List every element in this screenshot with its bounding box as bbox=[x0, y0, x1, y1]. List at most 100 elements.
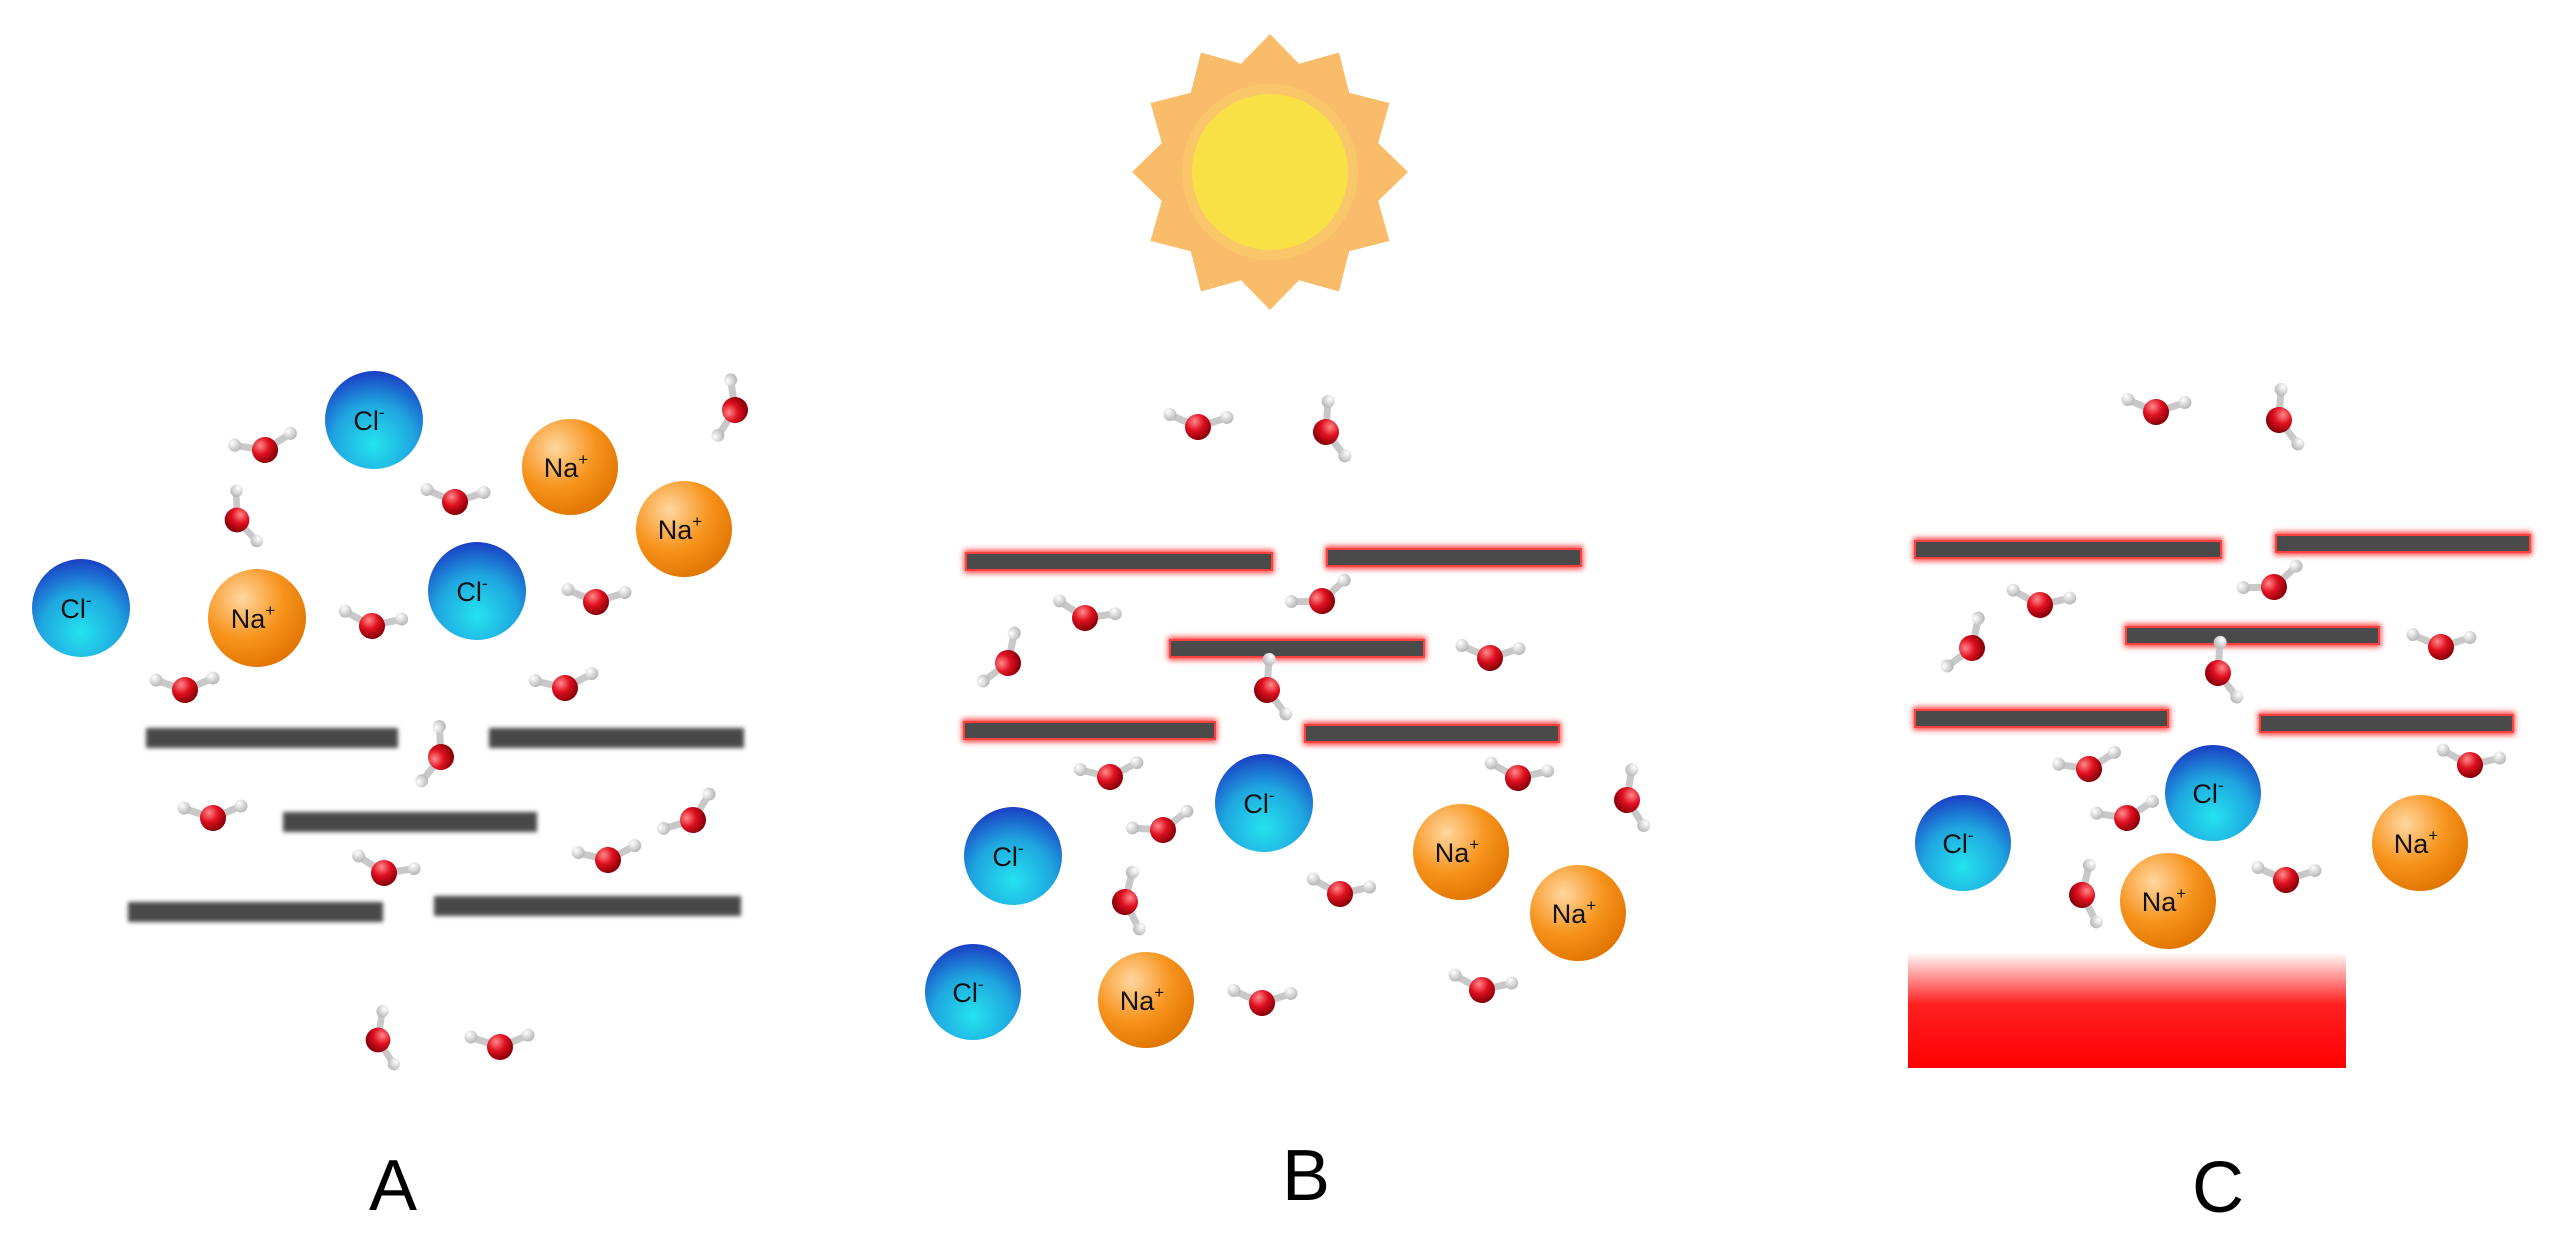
water-molecule-icon bbox=[1454, 636, 1526, 673]
water-molecule-icon bbox=[360, 1004, 401, 1075]
chloride-ion-icon: Cl- bbox=[1915, 795, 2011, 891]
water-molecule-icon bbox=[1226, 981, 1298, 1018]
membrane-sheet bbox=[2275, 534, 2531, 553]
water-molecule-icon bbox=[2234, 558, 2311, 612]
water-molecule-icon bbox=[178, 800, 248, 832]
sodium-ion-icon: Na+ bbox=[636, 481, 732, 577]
chloride-ion-label: Cl- bbox=[992, 839, 1023, 872]
chloride-ion-icon: Cl- bbox=[428, 542, 526, 640]
sodium-ion-label: Na+ bbox=[1120, 983, 1165, 1016]
water-molecule-icon bbox=[1047, 591, 1123, 640]
chloride-ion-sphere bbox=[964, 807, 1062, 905]
membrane-sheet bbox=[434, 896, 741, 916]
sodium-ion-icon: Na+ bbox=[522, 419, 618, 515]
water-molecule-icon bbox=[2250, 858, 2322, 895]
water-molecule-icon bbox=[2089, 794, 2163, 837]
membrane-sheet bbox=[489, 728, 744, 748]
water-molecule-icon bbox=[528, 667, 600, 704]
sodium-ion-sphere bbox=[522, 419, 618, 515]
chloride-ion-sphere bbox=[2165, 745, 2261, 841]
water-molecule-icon bbox=[1481, 754, 1555, 797]
chloride-ion-sphere bbox=[1915, 795, 2011, 891]
chloride-ion-sphere bbox=[32, 559, 130, 657]
sodium-ion-icon: Na+ bbox=[1413, 804, 1509, 900]
water-molecule-icon bbox=[2066, 858, 2103, 930]
chloride-ion-label: Cl- bbox=[60, 591, 91, 624]
sodium-ion-icon: Na+ bbox=[1098, 952, 1194, 1048]
heater-plate bbox=[1908, 952, 2346, 1068]
water-molecule-icon bbox=[2003, 581, 2077, 624]
water-molecule-icon bbox=[1073, 756, 1145, 793]
membrane-sheet bbox=[1169, 639, 1425, 658]
chloride-ion-icon: Cl- bbox=[964, 807, 1062, 905]
water-molecule-icon bbox=[214, 482, 265, 555]
membrane-sheet bbox=[1326, 548, 1582, 567]
sodium-ion-sphere bbox=[2372, 795, 2468, 891]
water-molecule-icon bbox=[465, 1029, 535, 1061]
sodium-ion-label: Na+ bbox=[1435, 835, 1480, 868]
sodium-ion-sphere bbox=[1530, 865, 1626, 961]
panel-label-b: B bbox=[1282, 1136, 1330, 1216]
membrane-sheet bbox=[963, 721, 1216, 740]
chloride-ion-label: Cl- bbox=[353, 403, 384, 436]
membrane-sheet bbox=[1914, 540, 2222, 559]
panel-label-c: C bbox=[2192, 1148, 2244, 1228]
chloride-ion-label: Cl- bbox=[456, 574, 487, 607]
water-molecule-icon bbox=[2120, 390, 2192, 427]
sodium-ion-sphere bbox=[1098, 952, 1194, 1048]
water-molecule-icon bbox=[1608, 762, 1651, 836]
sun-icon bbox=[1132, 34, 1408, 310]
chloride-ion-label: Cl- bbox=[2192, 776, 2223, 809]
water-molecule-icon bbox=[346, 846, 422, 895]
water-molecule-icon bbox=[708, 372, 757, 448]
water-molecule-icon bbox=[2257, 381, 2306, 457]
sodium-ion-sphere bbox=[636, 481, 732, 577]
water-molecule-icon bbox=[411, 718, 465, 795]
chloride-ion-sphere bbox=[925, 944, 1021, 1040]
panel-label-a: A bbox=[369, 1146, 417, 1226]
membrane-sheet bbox=[146, 728, 398, 748]
sun-core bbox=[1192, 94, 1348, 250]
chloride-ion-sphere bbox=[428, 542, 526, 640]
water-molecule-icon bbox=[419, 480, 491, 517]
chloride-ion-sphere bbox=[1215, 754, 1313, 852]
membrane-sheet bbox=[1304, 724, 1560, 743]
sodium-ion-label: Na+ bbox=[2142, 884, 2187, 917]
sodium-ion-sphere bbox=[208, 569, 306, 667]
chloride-ion-sphere bbox=[325, 371, 423, 469]
water-molecule-icon bbox=[571, 839, 643, 876]
water-molecule-icon bbox=[150, 672, 220, 704]
water-molecule-icon bbox=[2433, 741, 2507, 784]
water-molecule-icon bbox=[1303, 870, 1377, 913]
water-molecule-icon bbox=[2051, 745, 2125, 788]
membrane-layers bbox=[128, 532, 2532, 922]
membrane-sheet bbox=[1914, 709, 2169, 728]
water-molecule-icon bbox=[1304, 393, 1353, 469]
chloride-ion-icon: Cl- bbox=[925, 944, 1021, 1040]
water-molecule-icon bbox=[560, 580, 632, 617]
membrane-sheet bbox=[128, 902, 383, 922]
water-molecule-icon bbox=[1282, 572, 1359, 626]
sodium-ion-icon: Na+ bbox=[1530, 865, 1626, 961]
sodium-ion-label: Na+ bbox=[1552, 896, 1597, 929]
water-molecule-icon bbox=[972, 624, 1038, 699]
chloride-ion-label: Cl- bbox=[1243, 786, 1274, 819]
chloride-ion-icon: Cl- bbox=[32, 559, 130, 657]
ions: Cl- Na+ Na+ Cl- Na+ Cl- Cl- Cl- Na+ Na+ Cl- Na+ Cl- C… bbox=[32, 371, 2468, 1048]
membrane-sheet bbox=[283, 812, 537, 832]
chloride-ion-label: Cl- bbox=[1942, 826, 1973, 859]
membrane-sheet bbox=[2259, 714, 2514, 733]
water-molecule-icon bbox=[227, 426, 301, 469]
sodium-ion-label: Na+ bbox=[2394, 826, 2439, 859]
chloride-ion-icon: Cl- bbox=[2165, 745, 2261, 841]
sodium-ion-label: Na+ bbox=[658, 512, 703, 545]
membrane-sheet bbox=[965, 552, 1273, 571]
sodium-ion-label: Na+ bbox=[544, 450, 589, 483]
water-molecule-icon bbox=[335, 602, 409, 645]
water-molecule-icon bbox=[1245, 651, 1294, 727]
water-molecule-icon bbox=[1936, 609, 2002, 684]
water-molecule-icon bbox=[1162, 405, 1234, 442]
sodium-ion-sphere bbox=[2120, 853, 2216, 949]
sodium-ion-icon: Na+ bbox=[2120, 853, 2216, 949]
